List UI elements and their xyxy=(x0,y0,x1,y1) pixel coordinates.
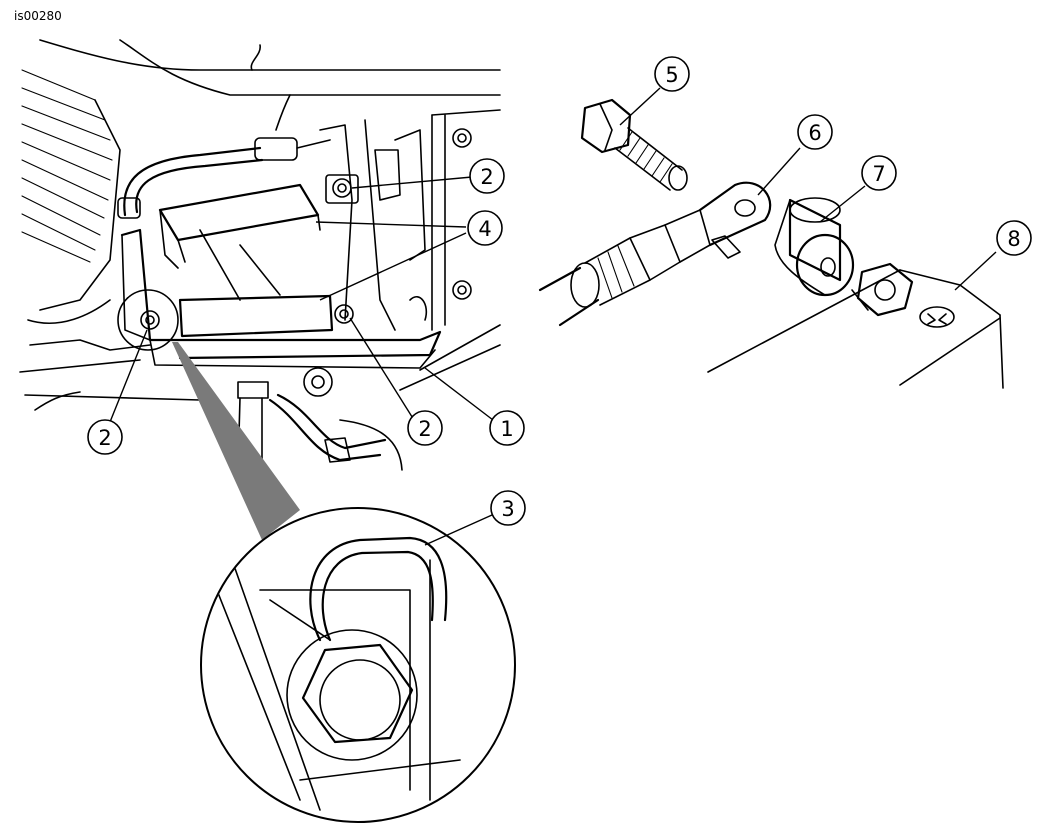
callout-8: 8 xyxy=(996,220,1032,256)
callout-2-lower: 2 xyxy=(407,410,443,446)
callout-8-label: 8 xyxy=(1007,227,1020,251)
cable-terminal-item-6 xyxy=(538,181,772,327)
callout-7-label: 7 xyxy=(872,162,885,186)
callout-4: 4 xyxy=(467,210,503,246)
frame-assembly xyxy=(19,39,501,471)
callout-6: 6 xyxy=(797,114,833,150)
callout-5-label: 5 xyxy=(665,63,678,87)
callout-2-lower-label: 2 xyxy=(418,417,431,441)
callout-1-label: 1 xyxy=(500,417,513,441)
callout-7: 7 xyxy=(861,155,897,191)
callout-6-label: 6 xyxy=(808,121,821,145)
spacer-item-7 xyxy=(774,197,855,297)
callout-2-left: 2 xyxy=(87,419,123,455)
battery-item-8 xyxy=(707,262,1004,389)
callout-3: 3 xyxy=(490,490,526,526)
bolt-item-5 xyxy=(580,98,688,191)
callout-1: 1 xyxy=(489,410,525,446)
leader-lines xyxy=(109,87,997,546)
callout-5: 5 xyxy=(654,56,690,92)
callout-2-upper-label: 2 xyxy=(480,165,493,189)
callout-2-left-label: 2 xyxy=(98,426,111,450)
figure-id-label: is00280 xyxy=(14,9,62,23)
zoom-cone xyxy=(172,342,300,540)
detail-magnifier xyxy=(172,342,516,823)
callout-2-upper: 2 xyxy=(469,158,505,194)
callout-4-label: 4 xyxy=(478,217,491,241)
callout-3-label: 3 xyxy=(501,497,514,521)
